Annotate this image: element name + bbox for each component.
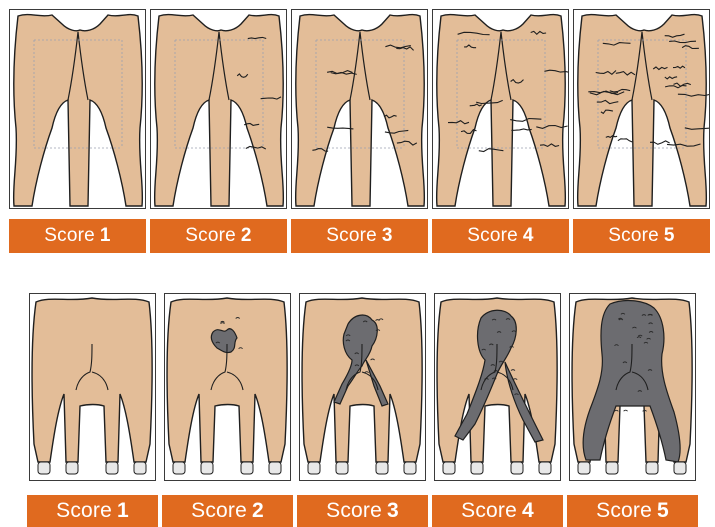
hoof — [404, 462, 416, 474]
score-number: 3 — [387, 499, 399, 523]
sheep-hindquarters — [155, 15, 284, 206]
dag-illustration-3 — [300, 294, 425, 480]
hoof — [173, 462, 185, 474]
wrinkle-panel-5 — [573, 9, 710, 209]
sheep-hindquarters — [437, 15, 566, 206]
score-number: 2 — [252, 499, 264, 523]
hoof — [336, 462, 348, 474]
hoof — [376, 462, 388, 474]
dag-score-label-3: Score3 — [297, 495, 428, 527]
wrinkle-score-label-3: Score3 — [291, 219, 428, 253]
wrinkle-illustration-3 — [292, 10, 427, 208]
hoof — [134, 462, 146, 474]
wrinkle-panel-3 — [291, 9, 428, 209]
wrinkle-illustration-2 — [151, 10, 286, 208]
score-word: Score — [44, 225, 95, 247]
score-word: Score — [326, 225, 377, 247]
score-word: Score — [461, 499, 517, 523]
wrinkle-illustration-5 — [574, 10, 709, 208]
wrinkle-panel-2 — [150, 9, 287, 209]
score-word: Score — [467, 225, 518, 247]
hoof — [106, 462, 118, 474]
score-word: Score — [596, 499, 652, 523]
hoof — [201, 462, 213, 474]
score-word: Score — [326, 499, 382, 523]
dag-score-label-1: Score1 — [27, 495, 158, 527]
hoof — [308, 462, 320, 474]
score-number: 5 — [657, 499, 669, 523]
wrinkle-illustration-1 — [10, 10, 145, 208]
wrinkle-score-label-5: Score5 — [573, 219, 710, 253]
sheep-hindquarters — [32, 298, 152, 462]
hoof — [38, 462, 50, 474]
score-number: 3 — [382, 225, 393, 247]
dag-score-label-4: Score4 — [432, 495, 563, 527]
hoof — [66, 462, 78, 474]
sheep-hindquarters — [578, 15, 707, 206]
score-word: Score — [191, 499, 247, 523]
dag-illustration-1 — [30, 294, 155, 480]
sheep-hindquarters — [14, 15, 143, 206]
dag-illustration-5 — [570, 294, 695, 480]
dag-texture — [624, 410, 628, 411]
dag-panel-2 — [164, 293, 291, 481]
hoof — [674, 462, 686, 474]
hoof — [241, 462, 253, 474]
wrinkle-panel-4 — [432, 9, 569, 209]
dag-illustration-2 — [165, 294, 290, 480]
score-word: Score — [185, 225, 236, 247]
score-number: 5 — [664, 225, 675, 247]
hoof — [539, 462, 551, 474]
wrinkle-illustration-4 — [433, 10, 568, 208]
wrinkle-score-label-2: Score2 — [150, 219, 287, 253]
hoof — [269, 462, 281, 474]
hoof — [443, 462, 455, 474]
score-number: 1 — [100, 225, 111, 247]
score-number: 4 — [522, 499, 534, 523]
wrinkle-line — [511, 129, 531, 130]
hoof — [471, 462, 483, 474]
hoof — [646, 462, 658, 474]
dag-panel-4 — [434, 293, 561, 481]
score-number: 2 — [241, 225, 252, 247]
score-word: Score — [608, 225, 659, 247]
hoof — [606, 462, 618, 474]
dag-panel-5 — [569, 293, 696, 481]
hoof — [511, 462, 523, 474]
score-number: 1 — [117, 499, 129, 523]
sheep-hindquarters — [167, 298, 287, 462]
wrinkle-score-label-1: Score1 — [9, 219, 146, 253]
score-number: 4 — [523, 225, 534, 247]
dag-panel-3 — [299, 293, 426, 481]
hoof — [578, 462, 590, 474]
wrinkle-line — [618, 139, 632, 142]
dag-panel-1 — [29, 293, 156, 481]
sheep-hindquarters — [296, 15, 425, 206]
dag-illustration-4 — [435, 294, 560, 480]
score-word: Score — [56, 499, 112, 523]
wrinkle-panel-1 — [9, 9, 146, 209]
